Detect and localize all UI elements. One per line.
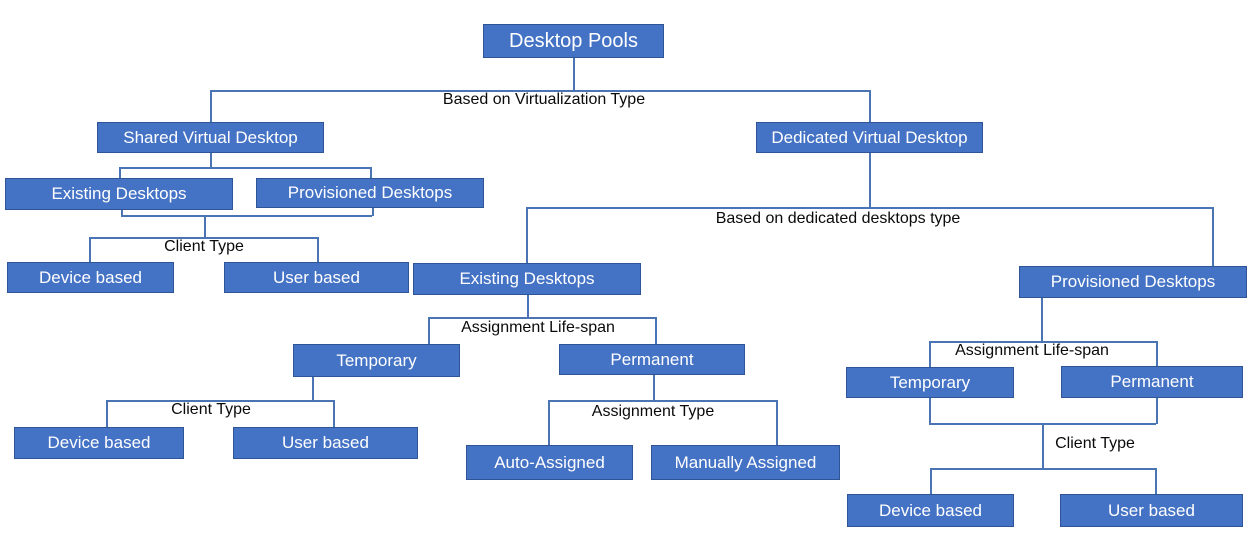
connector-line xyxy=(869,153,871,208)
connector-line xyxy=(548,400,776,402)
connector-line xyxy=(776,400,778,446)
connector-line xyxy=(372,208,374,216)
node-device-based-temporary: Device based xyxy=(14,427,184,459)
node-user-based-temporary: User based xyxy=(233,427,418,459)
node-manually-assigned: Manually Assigned xyxy=(651,445,840,480)
connector-line xyxy=(428,317,430,345)
connector-line xyxy=(930,468,932,495)
connector-line xyxy=(1042,423,1044,469)
connector-line xyxy=(653,374,655,401)
label-based-on-dedicated-desktops-type: Based on dedicated desktops type xyxy=(715,210,961,227)
connector-line xyxy=(1041,297,1043,342)
node-provisioned-desktops-shared: Provisioned Desktops xyxy=(256,178,484,208)
connector-line xyxy=(1212,207,1214,267)
node-shared-virtual-desktop: Shared Virtual Desktop xyxy=(97,122,324,153)
label-based-on-virtualization-type: Based on Virtualization Type xyxy=(442,91,646,108)
connector-line xyxy=(333,400,335,428)
connector-line xyxy=(121,215,372,217)
connector-line xyxy=(1156,397,1158,424)
connector-line xyxy=(106,400,333,402)
label-client-type-provisioned: Client Type xyxy=(1055,435,1135,452)
node-user-based-provisioned: User based xyxy=(1060,494,1243,527)
connector-line xyxy=(204,215,206,238)
node-user-based-shared: User based xyxy=(224,262,409,293)
label-client-type-shared: Client Type xyxy=(164,238,244,255)
label-assignment-type: Assignment Type xyxy=(591,403,715,420)
node-auto-assigned: Auto-Assigned xyxy=(466,445,633,480)
connector-line xyxy=(869,90,871,122)
node-permanent-existing: Permanent xyxy=(559,344,745,375)
connector-line xyxy=(119,167,121,179)
node-existing-desktops-dedicated: Existing Desktops xyxy=(413,263,641,295)
label-client-type-temporary: Client Type xyxy=(171,401,251,418)
connector-line xyxy=(526,207,1212,209)
connector-line xyxy=(119,167,370,169)
label-assignment-lifespan-existing: Assignment Life-span xyxy=(461,319,615,336)
connector-line xyxy=(312,376,314,401)
node-device-based-shared: Device based xyxy=(7,262,174,293)
connector-line xyxy=(929,397,931,424)
connector-line xyxy=(1155,468,1157,495)
node-temporary-provisioned: Temporary xyxy=(846,367,1014,398)
connector-line xyxy=(317,237,319,263)
connector-line xyxy=(106,400,108,428)
node-existing-desktops-shared: Existing Desktops xyxy=(5,178,233,210)
node-provisioned-desktops-dedicated: Provisioned Desktops xyxy=(1019,266,1247,298)
node-desktop-pools: Desktop Pools xyxy=(483,24,664,58)
connector-line xyxy=(428,317,655,319)
connector-line xyxy=(210,153,212,168)
connector-line xyxy=(89,237,317,239)
label-assignment-lifespan-provisioned: Assignment Life-span xyxy=(955,342,1109,359)
connector-line xyxy=(210,90,212,122)
connector-line xyxy=(930,468,1155,470)
node-dedicated-virtual-desktop: Dedicated Virtual Desktop xyxy=(756,122,983,153)
connector-line xyxy=(655,317,657,345)
connector-line xyxy=(526,207,528,264)
connector-line xyxy=(527,294,529,318)
connector-line xyxy=(121,210,123,216)
node-temporary-existing: Temporary xyxy=(293,344,460,377)
node-permanent-provisioned: Permanent xyxy=(1061,366,1243,398)
connector-line xyxy=(370,167,372,179)
connector-line xyxy=(548,400,550,446)
connector-line xyxy=(1156,341,1158,367)
connector-line xyxy=(929,341,931,368)
connector-line xyxy=(210,90,869,92)
connector-line xyxy=(89,237,91,263)
connector-line xyxy=(573,58,575,90)
node-device-based-provisioned: Device based xyxy=(847,494,1014,527)
connector-line xyxy=(929,341,1156,343)
